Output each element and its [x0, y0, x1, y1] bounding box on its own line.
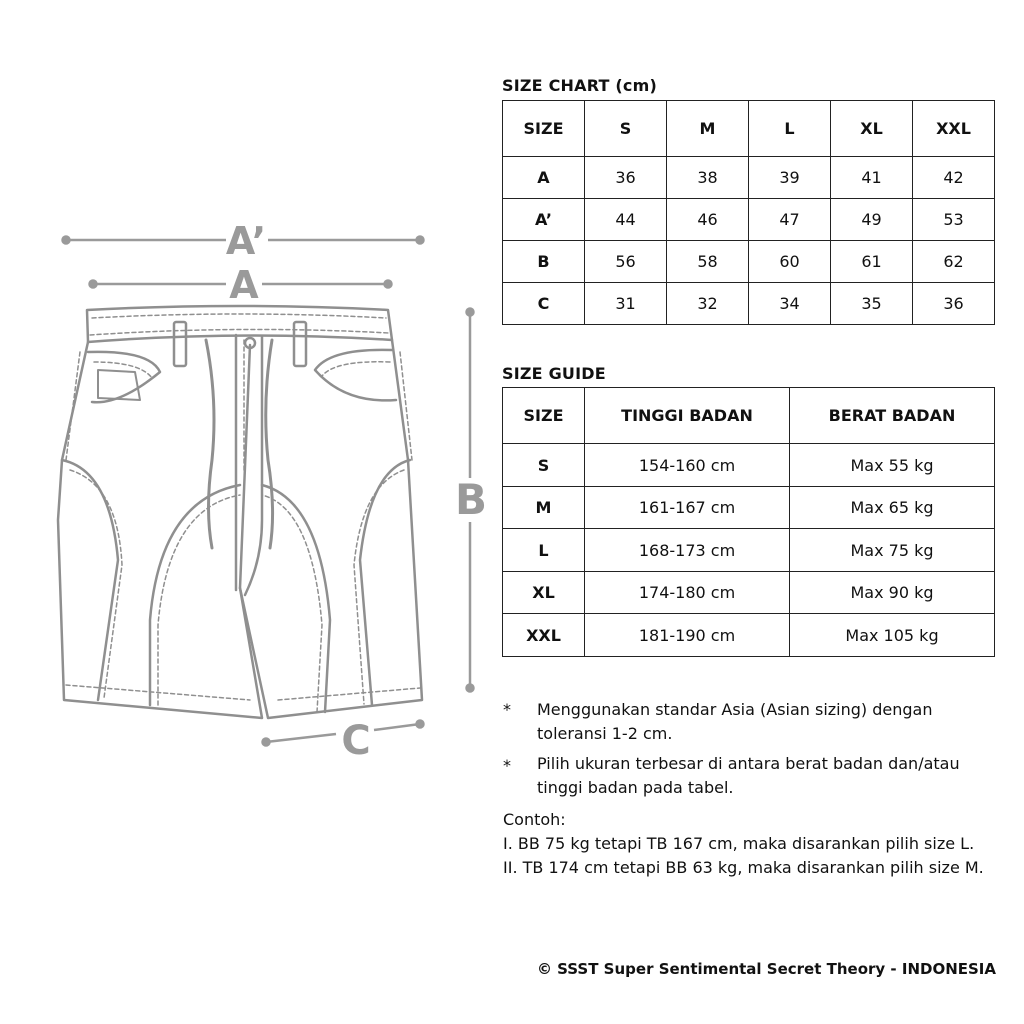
- row-label: C: [502, 282, 585, 325]
- example-line: II. TB 174 cm tetapi BB 63 kg, maka disa…: [503, 858, 984, 877]
- size-chart-header-row: SIZE S M L XL XXL: [502, 100, 995, 157]
- column-header: XXL: [912, 100, 995, 157]
- dim-label-a: A: [229, 263, 259, 307]
- dim-label-a-prime: A’: [226, 219, 266, 263]
- table-row: M 161-167 cm Max 65 kg: [502, 486, 995, 529]
- table-cell: 32: [666, 282, 749, 325]
- table-cell: 46: [666, 198, 749, 241]
- note-1-line2: toleransi 1-2 cm.: [537, 724, 673, 743]
- size-guide-table: SIZE TINGGI BADAN BERAT BADAN S 154-160 …: [502, 387, 995, 657]
- row-label: XXL: [502, 613, 585, 657]
- row-label: S: [502, 443, 585, 487]
- table-cell: 38: [666, 156, 749, 199]
- table-cell: 161-167 cm: [584, 486, 790, 529]
- right-leg-outline: [238, 338, 424, 720]
- note-2: Pilih ukuran terbesar di antara berat ba…: [537, 752, 1007, 800]
- column-header: L: [748, 100, 831, 157]
- table-cell: 42: [912, 156, 995, 199]
- table-cell: Max 105 kg: [789, 613, 995, 657]
- table-cell: 62: [912, 240, 995, 283]
- table-cell: 56: [584, 240, 667, 283]
- table-cell: Max 55 kg: [789, 443, 995, 487]
- table-row: C 31 32 34 35 36: [502, 282, 995, 325]
- column-header: SIZE: [502, 100, 585, 157]
- table-cell: Max 90 kg: [789, 571, 995, 614]
- table-cell: Max 75 kg: [789, 528, 995, 572]
- table-row: A’ 44 46 47 49 53: [502, 198, 995, 241]
- size-chart-title: SIZE CHART (cm): [502, 76, 657, 95]
- shorts-diagram: A’ A B C: [56, 219, 487, 764]
- column-header: M: [666, 100, 749, 157]
- table-row: A 36 38 39 41 42: [502, 156, 995, 199]
- table-cell: 53: [912, 198, 995, 241]
- table-cell: 58: [666, 240, 749, 283]
- column-header: S: [584, 100, 667, 157]
- column-header: TINGGI BADAN: [584, 387, 790, 444]
- size-guide-header-row: SIZE TINGGI BADAN BERAT BADAN: [502, 387, 995, 444]
- row-label: L: [502, 528, 585, 572]
- example-line: I. BB 75 kg tetapi TB 167 cm, maka disar…: [503, 834, 975, 853]
- table-cell: 35: [830, 282, 913, 325]
- note-2-line2: tinggi badan pada tabel.: [537, 778, 734, 797]
- size-chart-table: SIZE S M L XL XXL A 36 38 39 41 42 A’ 44…: [502, 100, 995, 325]
- table-cell: 39: [748, 156, 831, 199]
- waistband: [85, 304, 394, 344]
- table-cell: 34: [748, 282, 831, 325]
- examples-title: Contoh:: [503, 810, 566, 829]
- row-label: XL: [502, 571, 585, 614]
- dim-label-c: C: [341, 718, 370, 764]
- table-cell: 47: [748, 198, 831, 241]
- column-header: SIZE: [502, 387, 585, 444]
- note-bullet: *: [503, 700, 511, 719]
- table-row: XL 174-180 cm Max 90 kg: [502, 571, 995, 614]
- table-row: XXL 181-190 cm Max 105 kg: [502, 613, 995, 657]
- examples-block: Contoh: I. BB 75 kg tetapi TB 167 cm, ma…: [503, 808, 1018, 880]
- row-label: A’: [502, 198, 585, 241]
- row-label: B: [502, 240, 585, 283]
- left-leg-outline: [56, 340, 264, 720]
- copyright-text: © SSST Super Sentimental Secret Theory -…: [536, 960, 996, 978]
- row-label: M: [502, 486, 585, 529]
- table-cell: 61: [830, 240, 913, 283]
- table-cell: 36: [584, 156, 667, 199]
- table-cell: 168-173 cm: [584, 528, 790, 572]
- table-cell: Max 65 kg: [789, 486, 995, 529]
- note-2-line1: Pilih ukuran terbesar di antara berat ba…: [537, 754, 960, 773]
- table-row: B 56 58 60 61 62: [502, 240, 995, 283]
- table-cell: 36: [912, 282, 995, 325]
- table-cell: 44: [584, 198, 667, 241]
- table-cell: 41: [830, 156, 913, 199]
- column-header: XL: [830, 100, 913, 157]
- table-cell: 49: [830, 198, 913, 241]
- table-cell: 31: [584, 282, 667, 325]
- table-cell: 60: [748, 240, 831, 283]
- row-label: A: [502, 156, 585, 199]
- dim-label-b: B: [455, 475, 487, 524]
- button: [243, 336, 257, 350]
- size-guide-title: SIZE GUIDE: [502, 364, 606, 383]
- note-bullet: *: [503, 756, 511, 775]
- table-row: S 154-160 cm Max 55 kg: [502, 443, 995, 487]
- table-cell: 154-160 cm: [584, 443, 790, 487]
- table-cell: 181-190 cm: [584, 613, 790, 657]
- drawstring-right: [264, 338, 275, 550]
- table-row: L 168-173 cm Max 75 kg: [502, 528, 995, 572]
- table-cell: 174-180 cm: [584, 571, 790, 614]
- drawstring-left: [204, 338, 216, 550]
- note-1-line1: Menggunakan standar Asia (Asian sizing) …: [537, 700, 933, 719]
- column-header: BERAT BADAN: [789, 387, 995, 444]
- note-1: Menggunakan standar Asia (Asian sizing) …: [537, 698, 1007, 746]
